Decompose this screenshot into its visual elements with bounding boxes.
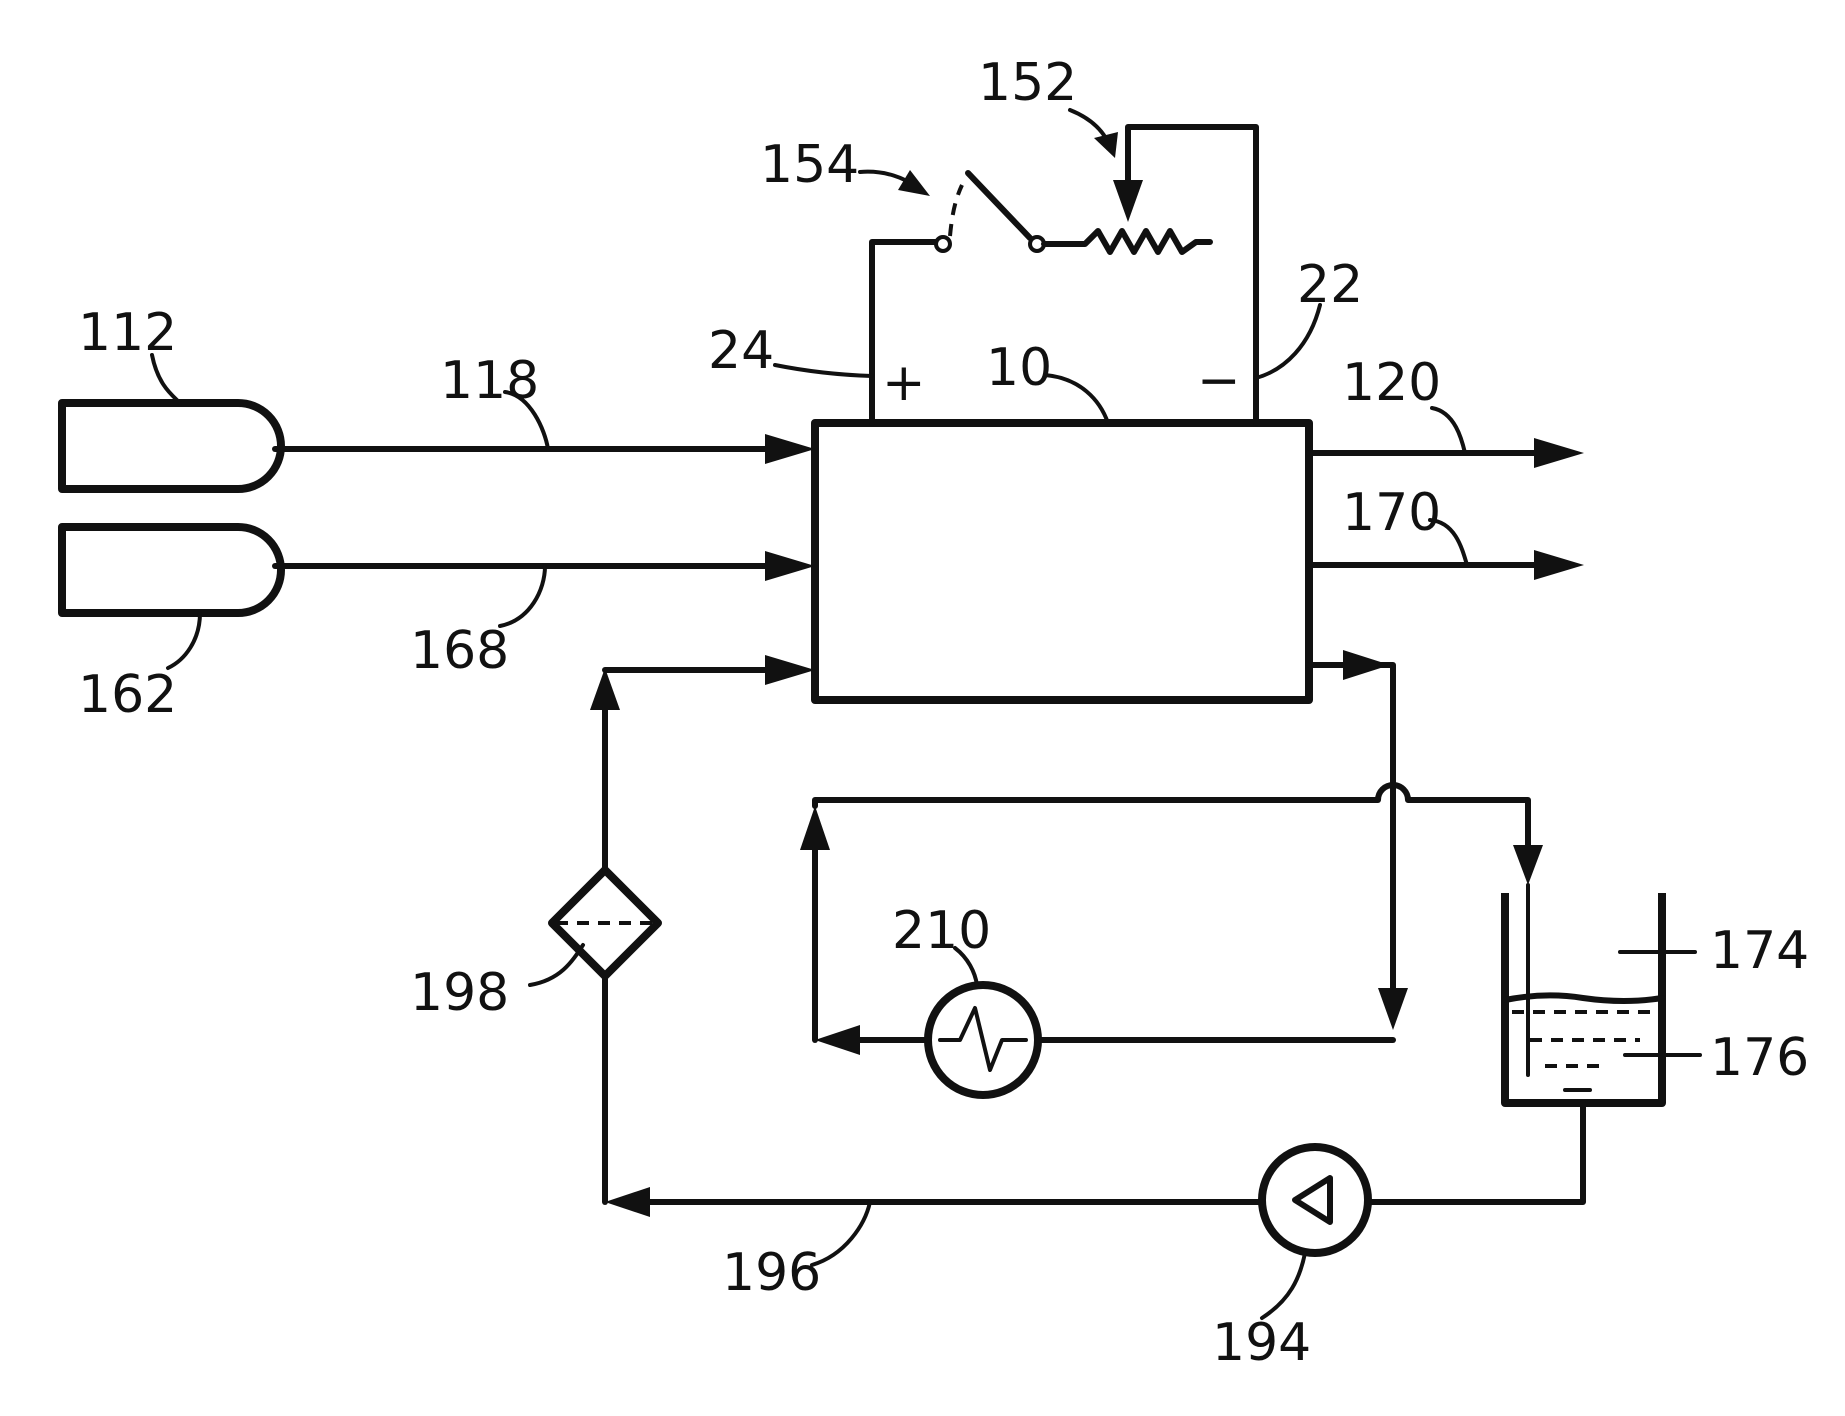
arrow-118-icon: [765, 434, 815, 464]
liquid-outlet-line: [1309, 665, 1393, 988]
leader-120: [1432, 408, 1465, 453]
loop-top-line: [815, 785, 1528, 845]
leader-22: [1256, 305, 1320, 378]
label-154: 154: [760, 135, 859, 195]
arrow-170-icon: [1534, 550, 1584, 580]
arrow-up-loop-icon: [800, 806, 830, 850]
switch-contact-left: [936, 237, 950, 251]
terminal-plus: +: [882, 353, 926, 413]
arrow-168-icon: [765, 551, 815, 581]
label-174: 174: [1710, 921, 1809, 981]
arrow-reservoir-icon: [1513, 845, 1543, 885]
arrow-120-icon: [1534, 438, 1584, 468]
label-176: 176: [1710, 1028, 1809, 1088]
label-118: 118: [440, 351, 539, 411]
reservoir-outlet-line: [1368, 1103, 1583, 1202]
pump-triangle: [1295, 1178, 1330, 1222]
label-162: 162: [78, 665, 177, 725]
heat-exchanger-zigzag: [940, 1008, 1026, 1070]
arrow-return-unit-icon: [765, 655, 815, 685]
tank-112-icon: [62, 403, 281, 489]
arrow-154-icon: [898, 170, 930, 196]
terminal-minus: −: [1197, 351, 1241, 411]
label-152: 152: [978, 53, 1077, 113]
arrow-down-loop-icon: [1378, 988, 1408, 1030]
rheostat-152-resistor: [1044, 231, 1210, 252]
leader-10: [1045, 375, 1108, 423]
switch-154-blade: [968, 173, 1030, 238]
rheostat-wiper-arrow-icon: [1113, 180, 1143, 222]
label-112: 112: [78, 303, 177, 363]
arrow-left-return-icon: [605, 1187, 650, 1217]
label-120: 120: [1342, 353, 1441, 413]
label-196: 196: [722, 1243, 821, 1303]
label-198: 198: [410, 963, 509, 1023]
label-170: 170: [1342, 483, 1441, 543]
label-194: 194: [1212, 1313, 1311, 1373]
label-24: 24: [708, 321, 774, 381]
arrow-152-icon: [1094, 132, 1118, 158]
leader-24: [775, 365, 872, 376]
switch-154-linkage: [950, 185, 962, 236]
leader-194: [1262, 1253, 1305, 1318]
tank-162-icon: [62, 527, 281, 613]
label-22: 22: [1297, 255, 1363, 315]
label-210: 210: [892, 901, 991, 961]
leader-162: [168, 613, 200, 668]
arrow-outlet-icon: [1343, 650, 1390, 680]
arrow-up-riser-icon: [590, 668, 620, 710]
leader-168: [500, 566, 545, 626]
label-168: 168: [410, 621, 509, 681]
main-unit-box: [815, 423, 1309, 700]
pump-194-icon: [1262, 1147, 1368, 1253]
arrow-left-loop-icon: [815, 1025, 860, 1055]
label-10: 10: [986, 338, 1052, 398]
